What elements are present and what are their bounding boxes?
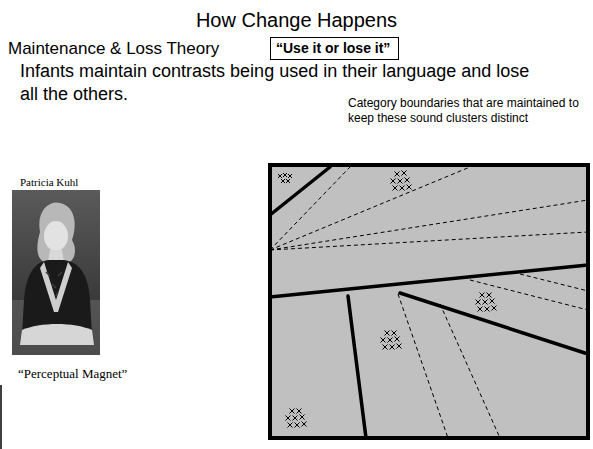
box-text: “Use it or lose it”	[276, 39, 393, 57]
person-name: Patricia Kuhl	[20, 175, 78, 189]
photo-body	[22, 260, 92, 335]
sound-cluster	[476, 293, 497, 312]
photo-scarf	[40, 262, 72, 312]
maintained-boundaries	[270, 167, 588, 438]
category-space-border	[270, 165, 588, 438]
photo-scarf-pattern	[46, 272, 62, 296]
figure-note: Category boundaries that are maintained …	[348, 96, 588, 126]
theory-name: Maintenance & Loss Theory	[8, 38, 219, 59]
sound-cluster	[278, 173, 292, 183]
category-space	[270, 165, 588, 438]
photo-background	[12, 190, 100, 355]
photo-hands	[20, 324, 94, 345]
sound-cluster	[381, 331, 402, 350]
slide-edge-line	[0, 385, 2, 449]
slide-title: How Change Happens	[0, 8, 593, 32]
sound-cluster	[391, 171, 412, 191]
photo-face	[44, 221, 68, 251]
sound-clusters	[278, 171, 497, 428]
photo-caption: “Perceptual Magnet”	[18, 366, 127, 382]
slogan-box: “Use it or lose it”	[270, 37, 399, 60]
dashed-boundaries	[270, 167, 588, 438]
category-space-ground	[270, 165, 588, 438]
photo-hair	[37, 202, 75, 262]
portrait-photo	[12, 190, 100, 355]
sound-cluster	[286, 409, 307, 428]
